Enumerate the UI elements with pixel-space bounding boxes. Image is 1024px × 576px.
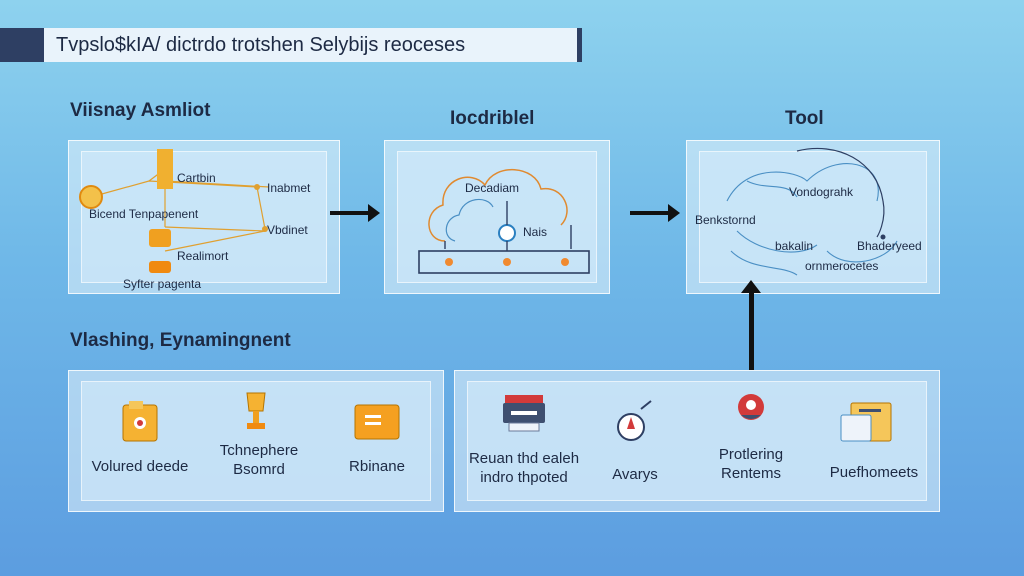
section-heading-3: Tool: [785, 108, 824, 129]
bottom-right-icons: [503, 394, 892, 442]
panel-1-label-6: Syfter pagenta: [123, 277, 202, 291]
diagram-title: Tvpslo$kIA/ dictrdo trotshen Selybijs re…: [56, 34, 466, 56]
bottom-section-heading: Vlashing, Eynamingnent: [70, 330, 291, 351]
panel-3-brain-map: [726, 147, 898, 276]
tower-node-icon: [157, 149, 173, 189]
panel-3-label-3: bakalin: [775, 239, 814, 253]
bottom-left-icons: [122, 392, 400, 442]
trophy-icon: [246, 392, 266, 429]
bottom-left-label-2: Tchnephere Bsomrd: [219, 442, 299, 478]
flow-arrow-1: [330, 204, 380, 222]
compass-icon: [617, 400, 652, 441]
folder-list-icon: [354, 404, 400, 440]
bottom-left-panel: Volured deede Tchnephere Bsomrd Rbinane: [68, 370, 444, 512]
panel-1-label-5: Realimort: [177, 249, 229, 263]
document-stack-icon: [840, 402, 892, 442]
bottom-right-label-1: Reuan thd ealeh indro thpoted: [468, 450, 580, 486]
panel-1-label-2: Bicend Tenpapenent: [89, 207, 199, 221]
panel-3: Vondograhk Benkstornd bakalin Bhaderyeed…: [686, 140, 940, 294]
bottom-left-label-1: Volured deede: [91, 458, 189, 475]
person-badge-icon: [738, 394, 764, 420]
panel-1-label-3: Inabmet: [267, 181, 311, 195]
panel-3-label-5: ornmerocetes: [805, 259, 879, 273]
bottom-left-label-3: Rbinane: [349, 458, 405, 475]
panel-3-label-2: Benkstornd: [695, 213, 756, 227]
section-heading-2: Iocdriblel: [450, 108, 535, 129]
base-bar: [418, 250, 590, 274]
panel-3-label-4: Bhaderyeed: [857, 239, 922, 253]
bottom-right-label-3: Protlering Rentems: [718, 446, 784, 482]
panel-1: Cartbin Bicend Tenpapenent Inabmet Vbdin…: [68, 140, 340, 294]
bottom-right-label-2: Avarys: [612, 466, 658, 483]
bottom-right-panel: Reuan thd ealeh indro thpoted Avarys Pro…: [454, 370, 940, 512]
flow-arrow-up: [741, 280, 761, 370]
panel-3-inner: [699, 151, 927, 283]
panel-3-label-1: Vondograhk: [789, 185, 854, 199]
panel-2: Decadiam Nais: [384, 140, 610, 294]
diagram-title-banner: Tvpslo$kIA/ dictrdo trotshen Selybijs re…: [0, 28, 582, 62]
folder-eye-icon: [122, 401, 158, 442]
panel-1-inner: [81, 151, 327, 283]
panel-2-label-2: Nais: [523, 225, 548, 239]
base-node-icon: [149, 261, 171, 273]
panel-1-label-1: Cartbin: [177, 171, 216, 185]
panel-2-label-1: Decadiam: [465, 181, 520, 195]
section-heading-1: Viisnay Asmliot: [70, 100, 211, 121]
panel-1-label-4: Vbdinet: [267, 223, 308, 237]
panel-1-network-diagram: [79, 149, 270, 273]
bottom-right-label-4: Puefhomeets: [829, 464, 919, 481]
flow-arrow-2: [630, 204, 680, 222]
node-circle-icon: [498, 224, 516, 242]
bulb-node-icon: [79, 185, 103, 209]
trophy-node-icon: [149, 229, 171, 247]
printer-icon: [503, 395, 545, 432]
panel-2-cloud-diagram: [418, 169, 590, 274]
